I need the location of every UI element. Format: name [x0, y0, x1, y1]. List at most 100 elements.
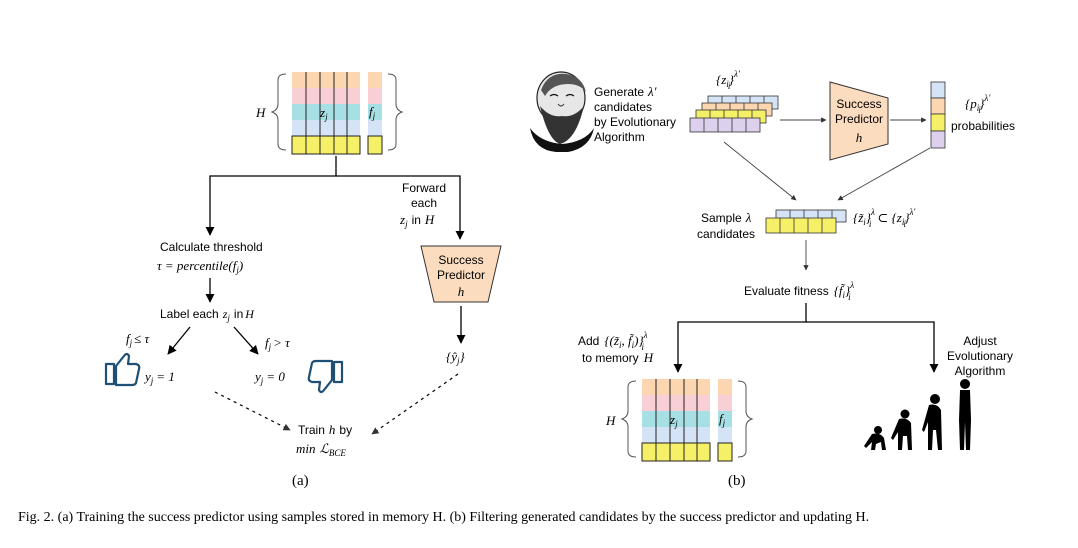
ape-figure-1	[864, 426, 886, 450]
latent-label-b: zj	[669, 412, 678, 429]
success-predictor-a: Success Predictor h	[420, 245, 502, 303]
generate-line4: Algorithm	[594, 130, 645, 144]
adjust-line2: Evolutionary	[947, 349, 1013, 363]
generate-line2: candidates	[594, 100, 652, 114]
fit-pink-b	[718, 395, 732, 411]
memory-label-a: H	[255, 105, 266, 120]
arrow-to-memory-b	[673, 303, 807, 373]
arrow-candidates-to-sample	[723, 141, 797, 201]
sample-line2: candidates	[697, 227, 755, 241]
latent-label-a: zj	[319, 105, 328, 122]
svg-text:h: h	[856, 130, 863, 145]
grid-lines-b	[655, 379, 698, 461]
svg-text:h: h	[458, 284, 465, 299]
candidate-row-lilac	[689, 117, 761, 133]
memory-label-b: H	[605, 413, 616, 428]
svg-text:Predictor: Predictor	[437, 268, 485, 282]
panel-b-label: (b)	[728, 473, 746, 489]
human-figure	[959, 379, 971, 450]
generate-line3: by Evolutionary	[594, 115, 676, 129]
probability-column	[930, 81, 946, 149]
arrow-to-predictor-a	[336, 175, 465, 240]
ape-figure-3	[922, 394, 942, 450]
fit-orange-b	[718, 379, 732, 395]
fit-blue-b	[718, 427, 732, 443]
fit-blue-a	[368, 120, 382, 136]
dashed-arrow-pred-to-train	[371, 373, 459, 435]
row-pink-b	[642, 395, 710, 411]
fit-pink-a	[368, 88, 382, 104]
arrow-to-negative	[233, 326, 259, 355]
adjust-line1: Adjust	[963, 334, 997, 348]
threshold-line2: τ = percentile(fj)	[157, 258, 243, 275]
dashed-arrow-labels-to-train	[214, 391, 291, 431]
y-positive: yj= 1	[143, 369, 175, 386]
fitness-label-a: fj	[369, 104, 376, 121]
arrow-to-adjust-ea	[806, 321, 939, 373]
darwin-portrait-icon	[530, 71, 594, 152]
thumbs-up-icon	[104, 352, 141, 387]
adjust-line3: Algorithm	[955, 364, 1006, 378]
fit-orange-a	[368, 72, 382, 88]
row-teal-b	[642, 411, 710, 427]
prediction-set: {ŷj}	[446, 349, 465, 366]
success-predictor-b: Success Predictor h	[829, 81, 889, 161]
svg-text:Success: Success	[438, 253, 483, 267]
sampled-row-yellow	[765, 217, 837, 234]
fit-teal-a	[368, 104, 382, 120]
probabilities-label: probabilities	[951, 119, 1015, 133]
row-yellow-b	[641, 442, 711, 462]
threshold-line1: Calculate threshold	[160, 240, 263, 254]
left-brace-b	[620, 380, 637, 458]
left-brace-a	[270, 73, 287, 151]
figure-caption: Fig. 2. (a) Training the success predict…	[18, 510, 869, 525]
memory-matrix-a: H zj fj	[255, 72, 404, 155]
probability-set-label: {pi}λ′i	[965, 93, 991, 115]
ape-figure-2	[891, 409, 912, 450]
forward-line1: Forward	[402, 181, 446, 195]
forward-line2: each	[411, 196, 437, 210]
cond-right: fj> τ	[265, 335, 291, 352]
fit-teal-b	[718, 411, 732, 427]
y-negative: yj= 0	[253, 369, 285, 386]
row-pink-a	[292, 88, 360, 104]
fit-yellow-b	[717, 442, 733, 462]
svg-text:Success: Success	[836, 97, 881, 111]
right-brace-b	[737, 380, 754, 458]
arrow-to-threshold	[205, 156, 337, 236]
candidate-set-label: {zi}λ′i	[716, 69, 741, 91]
row-teal-a	[292, 104, 360, 120]
fit-yellow-a	[367, 135, 383, 155]
fitness-label-b: fj	[719, 411, 726, 428]
row-yellow-a	[291, 135, 361, 155]
candidate-stack	[689, 95, 779, 133]
row-orange-b	[642, 379, 710, 395]
thumbs-down-icon	[307, 359, 344, 394]
right-brace-a	[387, 73, 404, 151]
row-blue-a	[292, 120, 360, 136]
sampled-stack	[765, 209, 847, 234]
memory-matrix-b: H zj fj	[605, 379, 754, 462]
evolution-silhouettes-icon	[864, 379, 971, 450]
panel-a-label: (a)	[292, 473, 309, 489]
svg-text:Predictor: Predictor	[835, 112, 883, 126]
grid-lines-a	[305, 72, 348, 154]
cond-left: fj≤ τ	[126, 331, 151, 348]
arrow-probs-to-sample	[837, 147, 931, 201]
arrow-to-positive	[167, 326, 191, 355]
panel-a: H zj fj Calculate threshold τ = perce	[104, 72, 502, 489]
row-orange-a	[292, 72, 360, 88]
row-blue-b	[642, 427, 710, 443]
